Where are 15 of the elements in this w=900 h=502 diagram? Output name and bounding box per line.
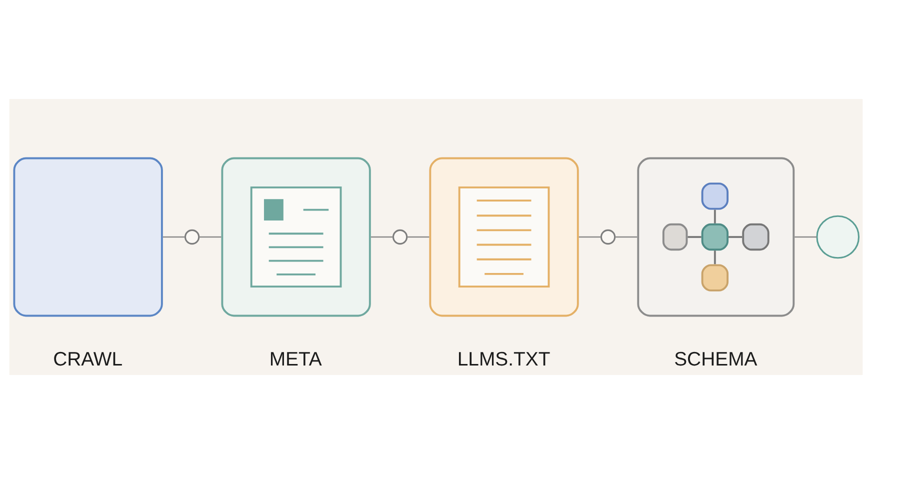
connector [407, 236, 430, 238]
node-label: CRAWL [53, 348, 123, 370]
node-circle [600, 229, 616, 245]
connector [370, 236, 394, 238]
connector [162, 236, 186, 238]
connector [578, 236, 601, 238]
node-label: LLMS.TXT [457, 348, 550, 370]
node-circle [816, 215, 860, 259]
connector [615, 236, 638, 238]
node-label: META [269, 348, 322, 370]
node-circle [184, 229, 200, 245]
connector [199, 236, 222, 238]
node-circle [392, 229, 408, 245]
node-label: SCHEMA [674, 348, 758, 370]
connector [794, 236, 817, 238]
